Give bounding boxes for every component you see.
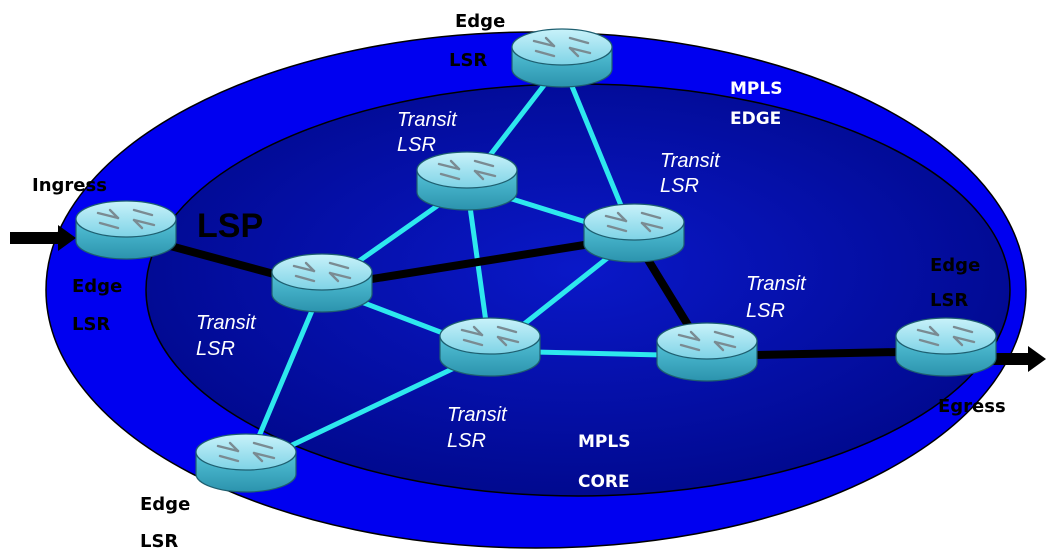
mpls-core-label-line1: MPLS bbox=[578, 432, 630, 452]
egress-arrow bbox=[990, 346, 1046, 372]
transit-right-upper-label-line2: LSR bbox=[660, 175, 699, 197]
transit-center-label-line2: LSR bbox=[447, 430, 486, 452]
edge-top-label-line2: LSR bbox=[449, 50, 487, 71]
transit-right-upper-label-line1: Transit bbox=[660, 150, 721, 172]
router-transit-left-icon bbox=[271, 253, 373, 313]
edge-left-label-line2: LSR bbox=[72, 314, 110, 335]
edge-right-label-line2: LSR bbox=[930, 290, 968, 311]
transit-center-label-line1: Transit bbox=[447, 404, 508, 426]
egress-label: Egress bbox=[938, 396, 1006, 417]
router-transit-center-icon bbox=[439, 317, 541, 377]
mpls-edge-label-line2: EDGE bbox=[730, 109, 781, 129]
router-transit-right-lower-icon bbox=[656, 322, 758, 382]
edge-right-label-line1: Edge bbox=[930, 255, 980, 276]
transit-left-label-line2: LSR bbox=[196, 338, 235, 360]
edge-bottom-label-line1: Edge bbox=[140, 494, 190, 515]
router-edge-left-icon bbox=[75, 200, 177, 260]
transit-right-lower-label-line1: Transit bbox=[746, 273, 807, 295]
edge-top-label-line1: Edge bbox=[455, 11, 505, 32]
transit-top-label-line2: LSR bbox=[397, 134, 436, 156]
edge-left-label-line1: Edge bbox=[72, 276, 122, 297]
mpls-core-label-line2: CORE bbox=[578, 472, 630, 492]
transit-left-label-line1: Transit bbox=[196, 312, 257, 334]
lsp-link-transit-left-transit-right-upper bbox=[318, 233, 638, 291]
transit-right-lower-label-line2: LSR bbox=[746, 300, 785, 322]
mpls-edge-label-line1: MPLS bbox=[730, 79, 782, 99]
edge-bottom-label-line2: LSR bbox=[140, 531, 178, 552]
routers-layer bbox=[75, 28, 997, 493]
ingress-label: Ingress bbox=[32, 175, 107, 196]
ingress-arrow bbox=[10, 225, 76, 251]
lsp-label: LSP bbox=[197, 207, 263, 245]
router-transit-top-icon bbox=[416, 151, 518, 211]
transit-top-label-line1: Transit bbox=[397, 109, 458, 131]
router-edge-bottom-icon bbox=[195, 433, 297, 493]
router-transit-right-upper-icon bbox=[583, 203, 685, 263]
router-edge-right-icon bbox=[895, 317, 997, 377]
router-edge-top-icon bbox=[511, 28, 613, 88]
